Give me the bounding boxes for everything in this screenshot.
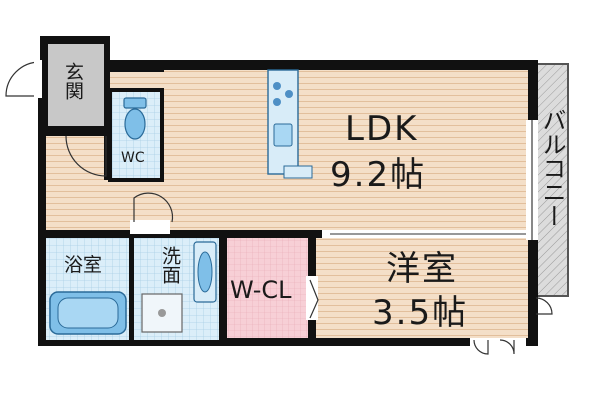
western-room-floor [316,238,528,338]
ldk-floor [162,70,528,230]
western-room-size: 3.5帖 [372,293,469,333]
wall-hall-toilet [104,130,112,180]
stove-burner [273,82,281,90]
toilet-name: WC [121,150,145,166]
wall-wash-closet [219,230,227,340]
ldk-size: 9.2帖 [330,155,427,195]
bath-name: 浴室 [64,254,103,276]
closet-door [309,279,319,319]
wall-top-inner [110,62,164,72]
drain-circle [158,309,166,317]
door-swing-entrance [5,61,41,97]
stove-burner [273,98,281,106]
sink [197,251,213,293]
opening-hall-wash [130,220,170,234]
wall-between-bath-wash [129,236,134,340]
kitchen-counter [267,69,299,175]
closet-name: W-CL [230,276,292,304]
kitchen-edge [283,165,313,179]
washroom-name: 洗面 [159,246,181,284]
bottom-opening [470,338,526,348]
wall-ldk-western [220,230,320,238]
closet-door-gap [306,276,318,320]
opening-entrance [34,60,42,98]
western-room-name: 洋室 [386,249,458,289]
balcony-name: バルコニー [538,108,566,228]
entrance-name: 玄関 [62,62,84,100]
entrance-floor [48,44,104,126]
bathtub-inner [57,297,119,329]
closet-floor [226,238,308,338]
bottom-door-swings [473,339,515,355]
kitchen-sink [273,123,293,147]
door-swing-wash [133,192,174,223]
toilet-bowl [124,108,146,140]
door-swing-toilet [65,135,107,177]
stove-burner [285,90,293,98]
washing-machine-pan [141,293,183,333]
toilet-tank [123,97,147,109]
corner-door-swing [535,297,553,315]
ldk-name: LDK [345,109,419,149]
